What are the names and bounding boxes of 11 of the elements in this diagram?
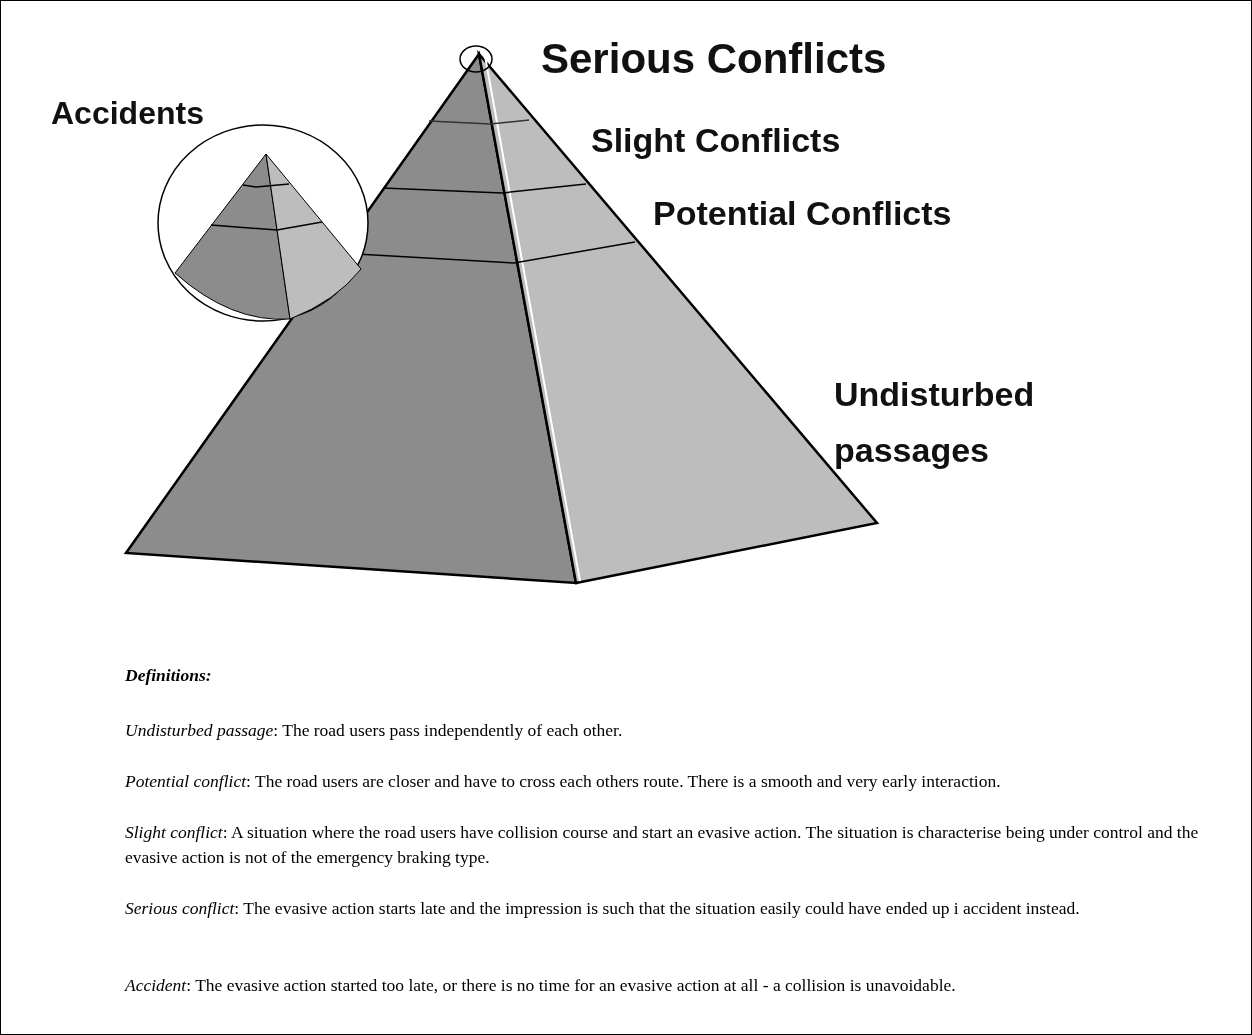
level-label: Potential Conflicts xyxy=(653,194,952,233)
level-label: Undisturbed passages xyxy=(834,374,1036,471)
definition-text: Serious conflict: The evasive action starts late and the impression is such that the situation easily could have ended up i accident instead. xyxy=(125,897,1081,920)
level-label: Slight Conflicts xyxy=(591,121,841,160)
level-label: Serious Conflicts xyxy=(541,35,887,83)
definition-text: Accident: The evasive action started too late, or there is no time for an evasive action at all - a collision is unavoidable. xyxy=(125,974,957,997)
definition-text: Slight conflict: A situation where the road users have collision course and start an evasive action. The situation is characterise being under control and the evasive action is not of the emergency braking type. xyxy=(125,821,1200,869)
inset-label: Accidents xyxy=(51,95,204,132)
section-heading: Definitions: xyxy=(125,664,213,687)
definition-text: Potential conflict: The road users are closer and have to cross each others route. There is a smooth and very early interaction. xyxy=(125,770,1002,793)
definition-text: Undisturbed passage: The road users pass independently of each other. xyxy=(125,719,624,742)
